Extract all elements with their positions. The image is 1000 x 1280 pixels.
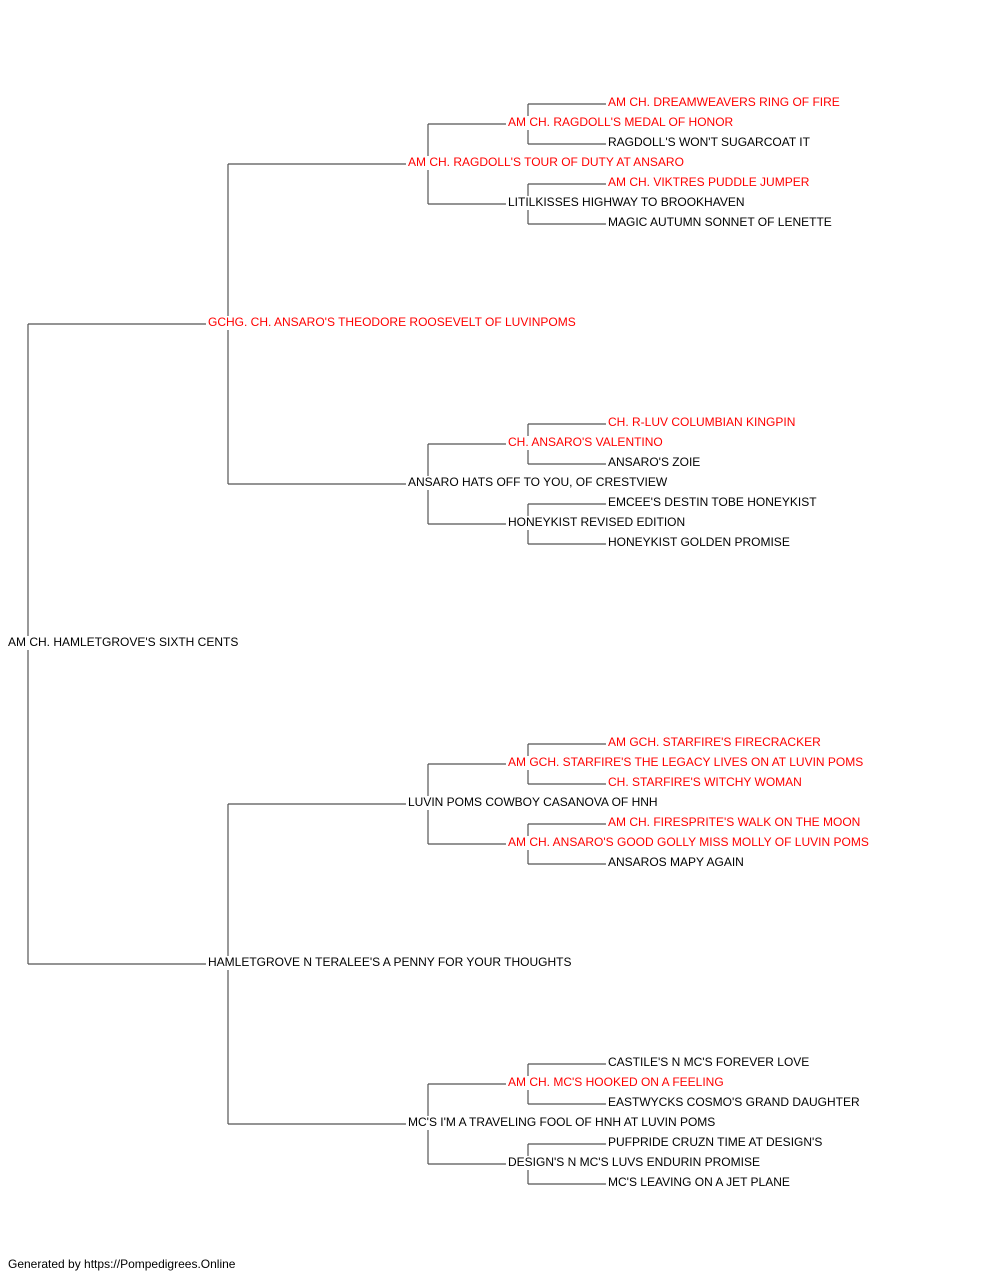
dog-name-gen3: AM CH. MC'S HOOKED ON A FEELING bbox=[508, 1075, 724, 1089]
dog-name-gen4: PUFPRIDE CRUZN TIME AT DESIGN'S bbox=[608, 1135, 822, 1149]
dog-name-gen2: LUVIN POMS COWBOY CASANOVA OF HNH bbox=[408, 795, 658, 809]
connector-lines bbox=[27, 103, 606, 1185]
dog-name-gen1: GCHG. CH. ANSARO'S THEODORE ROOSEVELT OF… bbox=[208, 315, 576, 329]
dog-name-gen3: AM GCH. STARFIRE'S THE LEGACY LIVES ON A… bbox=[508, 755, 863, 769]
dog-name-gen4: AM CH. FIRESPRITE'S WALK ON THE MOON bbox=[608, 815, 860, 829]
dog-name-gen4: ANSARO'S ZOIE bbox=[608, 455, 700, 469]
dog-name-gen3: CH. ANSARO'S VALENTINO bbox=[508, 435, 663, 449]
dog-name-gen4: AM CH. DREAMWEAVERS RING OF FIRE bbox=[608, 95, 840, 109]
dog-name-gen4: MC'S LEAVING ON A JET PLANE bbox=[608, 1175, 790, 1189]
dog-name-gen3: DESIGN'S N MC'S LUVS ENDURIN PROMISE bbox=[508, 1155, 760, 1169]
dog-name-gen2: MC'S I'M A TRAVELING FOOL OF HNH AT LUVI… bbox=[408, 1115, 715, 1129]
dog-name-gen2: AM CH. RAGDOLL'S TOUR OF DUTY AT ANSARO bbox=[408, 155, 684, 169]
dog-name-gen4: RAGDOLL'S WON'T SUGARCOAT IT bbox=[608, 135, 811, 149]
dog-name-gen0: AM CH. HAMLETGROVE'S SIXTH CENTS bbox=[8, 635, 238, 649]
dog-name-gen3: AM CH. RAGDOLL'S MEDAL OF HONOR bbox=[508, 115, 734, 129]
dog-name-gen4: ANSAROS MAPY AGAIN bbox=[608, 855, 744, 869]
dog-name-gen4: EMCEE'S DESTIN TOBE HONEYKIST bbox=[608, 495, 817, 509]
dog-name-gen3: AM CH. ANSARO'S GOOD GOLLY MISS MOLLY OF… bbox=[508, 835, 869, 849]
dog-name-gen4: CH. STARFIRE'S WITCHY WOMAN bbox=[608, 775, 802, 789]
footer-credit: Generated by https://Pompedigrees.Online bbox=[8, 1257, 236, 1271]
dog-name-gen4: MAGIC AUTUMN SONNET OF LENETTE bbox=[608, 215, 832, 229]
dog-name-gen2: ANSARO HATS OFF TO YOU, OF CRESTVIEW bbox=[408, 475, 668, 489]
dog-labels: AM CH. HAMLETGROVE'S SIXTH CENTS GCHG. CH… bbox=[8, 95, 869, 1189]
dog-name-gen4: AM GCH. STARFIRE'S FIRECRACKER bbox=[608, 735, 821, 749]
dog-name-gen4: CH. R-LUV COLUMBIAN KINGPIN bbox=[608, 415, 795, 429]
dog-name-gen4: EASTWYCKS COSMO'S GRAND DAUGHTER bbox=[608, 1095, 860, 1109]
dog-name-gen1: HAMLETGROVE N TERALEE'S A PENNY FOR YOUR… bbox=[208, 955, 572, 969]
dog-name-gen4: AM CH. VIKTRES PUDDLE JUMPER bbox=[608, 175, 810, 189]
dog-name-gen3: LITILKISSES HIGHWAY TO BROOKHAVEN bbox=[508, 195, 745, 209]
dog-name-gen4: HONEYKIST GOLDEN PROMISE bbox=[608, 535, 790, 549]
dog-name-gen4: CASTILE'S N MC'S FOREVER LOVE bbox=[608, 1055, 809, 1069]
dog-name-gen3: HONEYKIST REVISED EDITION bbox=[508, 515, 685, 529]
